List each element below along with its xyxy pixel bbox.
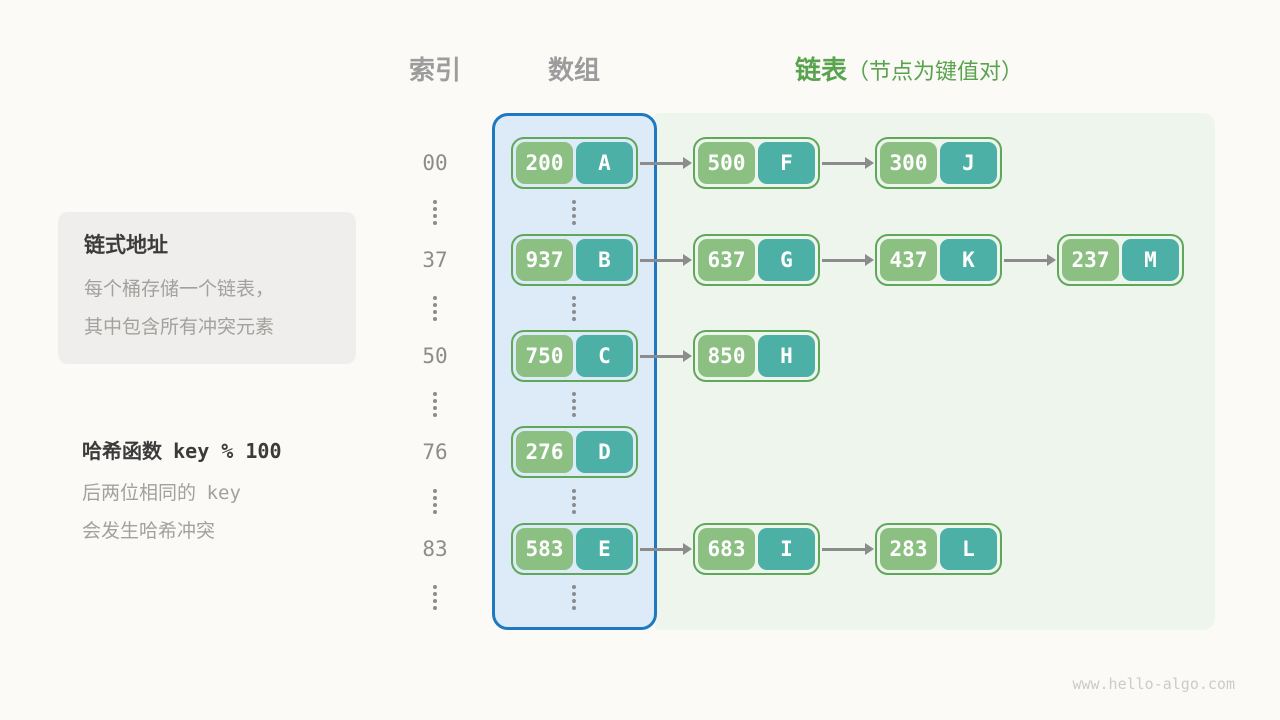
index-label: 00 bbox=[422, 151, 448, 175]
header-index-label: 索引 bbox=[408, 55, 461, 85]
key-cell: 437 bbox=[880, 239, 937, 281]
arrow-icon bbox=[638, 330, 693, 382]
header-list-note: （节点为键值对） bbox=[847, 59, 1024, 84]
arrow-icon bbox=[820, 137, 875, 189]
arrow-icon bbox=[1002, 234, 1057, 286]
key-cell: 850 bbox=[698, 335, 755, 377]
index-label: 37 bbox=[422, 248, 448, 272]
key-cell: 300 bbox=[880, 142, 937, 184]
value-cell: I bbox=[758, 528, 815, 570]
note-hash-line1: 后两位相同的 key bbox=[82, 482, 241, 504]
value-cell: B bbox=[576, 239, 633, 281]
kv-node: 500 F bbox=[693, 137, 820, 189]
kv-node: 300 J bbox=[875, 137, 1002, 189]
value-cell: C bbox=[576, 335, 633, 377]
ellipsis-icon bbox=[405, 585, 465, 610]
key-cell: 276 bbox=[516, 431, 573, 473]
note-hash-function: 哈希函数 key % 100 后两位相同的 key 会发生哈希冲突 bbox=[82, 435, 382, 551]
ellipsis-icon bbox=[405, 200, 465, 225]
value-cell: M bbox=[1122, 239, 1179, 281]
kv-node: 637 G bbox=[693, 234, 820, 286]
key-cell: 200 bbox=[516, 142, 573, 184]
note-box-chaining: 链式地址 每个桶存储一个链表， 其中包含所有冲突元素 bbox=[58, 212, 356, 364]
value-cell: E bbox=[576, 528, 633, 570]
kv-node: 683 I bbox=[693, 523, 820, 575]
key-cell: 637 bbox=[698, 239, 755, 281]
bucket-row-76: 76 276 D bbox=[0, 426, 1280, 478]
kv-node: 283 L bbox=[875, 523, 1002, 575]
value-cell: L bbox=[940, 528, 997, 570]
key-cell: 237 bbox=[1062, 239, 1119, 281]
ellipsis-icon bbox=[544, 296, 604, 321]
watermark: www.hello-algo.com bbox=[1072, 675, 1235, 693]
note-hash-title: 哈希函数 key % 100 bbox=[82, 439, 282, 463]
header-list-label: 链表（节点为键值对） bbox=[795, 54, 1023, 86]
note-box-line1: 每个桶存储一个链表， bbox=[84, 279, 275, 300]
value-cell: H bbox=[758, 335, 815, 377]
header-list-title: 链表 bbox=[795, 55, 848, 85]
arrow-icon bbox=[820, 234, 875, 286]
value-cell: A bbox=[576, 142, 633, 184]
index-label: 76 bbox=[422, 440, 448, 464]
header-array-label: 数组 bbox=[547, 55, 600, 85]
ellipsis-icon bbox=[405, 296, 465, 321]
note-box-title: 链式地址 bbox=[84, 234, 168, 257]
kv-node: 200 A bbox=[511, 137, 638, 189]
kv-node: 237 M bbox=[1057, 234, 1184, 286]
arrow-icon bbox=[638, 523, 693, 575]
ellipsis-icon bbox=[405, 392, 465, 417]
key-cell: 583 bbox=[516, 528, 573, 570]
kv-node: 276 D bbox=[511, 426, 638, 478]
ellipsis-icon bbox=[544, 585, 604, 610]
bucket-row-00: 00 200 A 500 F 300 J bbox=[0, 137, 1280, 189]
kv-node: 750 C bbox=[511, 330, 638, 382]
key-cell: 683 bbox=[698, 528, 755, 570]
note-hash-line2: 会发生哈希冲突 bbox=[82, 521, 216, 542]
kv-node: 583 E bbox=[511, 523, 638, 575]
kv-node: 937 B bbox=[511, 234, 638, 286]
kv-node: 437 K bbox=[875, 234, 1002, 286]
index-label: 50 bbox=[422, 344, 448, 368]
bucket-row-37: 37 937 B 637 G 437 K 237 M bbox=[0, 234, 1280, 286]
bucket-row-83: 83 583 E 683 I 283 L bbox=[0, 523, 1280, 575]
value-cell: D bbox=[576, 431, 633, 473]
ellipsis-icon bbox=[544, 392, 604, 417]
kv-node: 850 H bbox=[693, 330, 820, 382]
index-label: 83 bbox=[422, 537, 448, 561]
ellipsis-icon bbox=[544, 489, 604, 514]
key-cell: 500 bbox=[698, 142, 755, 184]
ellipsis-icon bbox=[544, 200, 604, 225]
arrow-icon bbox=[638, 234, 693, 286]
value-cell: K bbox=[940, 239, 997, 281]
ellipsis-icon bbox=[405, 489, 465, 514]
note-box-line2: 其中包含所有冲突元素 bbox=[84, 317, 275, 338]
value-cell: J bbox=[940, 142, 997, 184]
value-cell: F bbox=[758, 142, 815, 184]
key-cell: 937 bbox=[516, 239, 573, 281]
arrow-icon bbox=[638, 137, 693, 189]
key-cell: 283 bbox=[880, 528, 937, 570]
bucket-row-50: 50 750 C 850 H bbox=[0, 330, 1280, 382]
arrow-icon bbox=[820, 523, 875, 575]
value-cell: G bbox=[758, 239, 815, 281]
key-cell: 750 bbox=[516, 335, 573, 377]
